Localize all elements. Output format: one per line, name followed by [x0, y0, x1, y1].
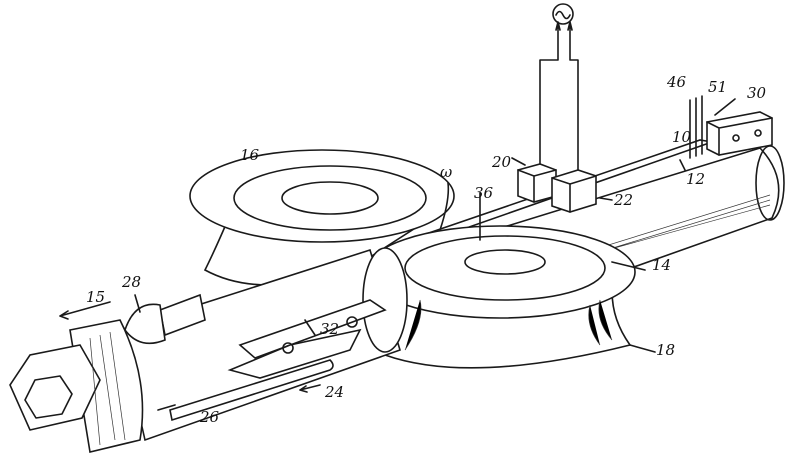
- probe-46: [689, 95, 703, 159]
- arrow-15: [59, 301, 111, 320]
- arrow-24: [299, 384, 321, 393]
- label-26: 26: [200, 408, 220, 426]
- label-28: 28: [122, 273, 142, 291]
- sensor-22: [551, 169, 597, 213]
- label-30: 30: [747, 84, 767, 102]
- pulley-18: [364, 225, 636, 369]
- ac-source-icon: [539, 3, 579, 181]
- leader-lines: [134, 98, 736, 411]
- label-24: 24: [325, 383, 345, 401]
- label-16: 16: [240, 146, 260, 164]
- block-30: [706, 111, 773, 156]
- label-omega: ω: [440, 163, 453, 181]
- label-12: 12: [686, 170, 706, 188]
- tool-sleeve-26: [119, 247, 408, 442]
- label-51: 51: [708, 78, 728, 96]
- label-22: 22: [614, 191, 634, 209]
- label-46: 46: [667, 73, 687, 91]
- label-32: 32: [320, 320, 340, 338]
- label-20: 20: [492, 153, 512, 171]
- sensor-20: [517, 163, 557, 203]
- label-15: 15: [86, 288, 106, 306]
- hex-nut: [9, 319, 144, 453]
- label-18: 18: [656, 341, 676, 359]
- label-10: 10: [672, 128, 692, 146]
- label-14: 14: [652, 256, 672, 274]
- label-36: 36: [474, 184, 494, 202]
